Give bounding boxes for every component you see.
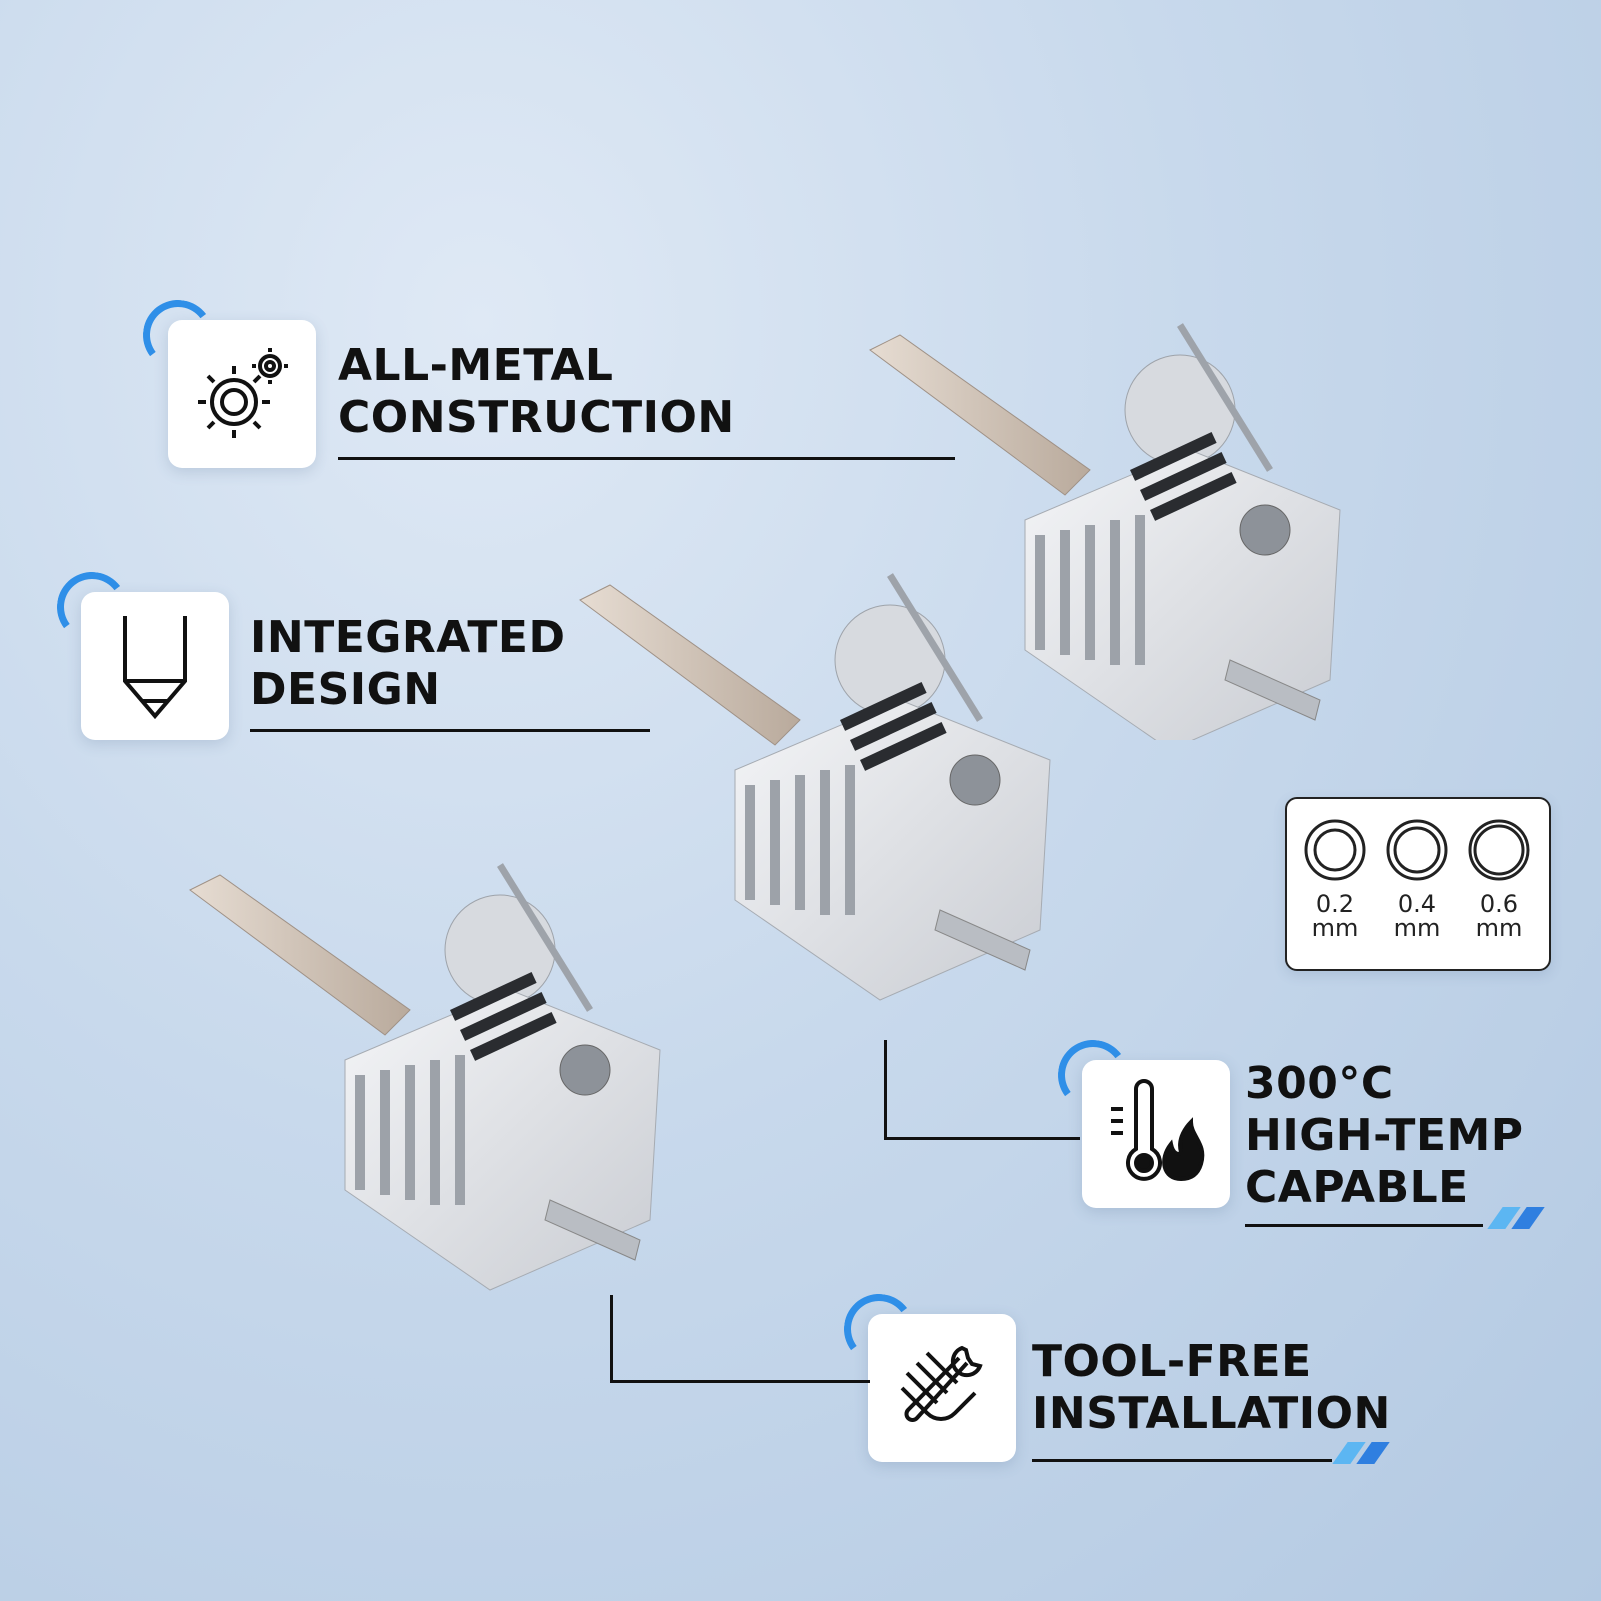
icon-card bbox=[81, 592, 229, 740]
nozzle-size-unit: mm bbox=[1311, 914, 1359, 942]
hotend-illustration-front bbox=[189, 863, 661, 1291]
icon-card bbox=[168, 320, 316, 468]
leader-line bbox=[338, 457, 955, 460]
leader-line bbox=[610, 1380, 870, 1383]
leader-line bbox=[1032, 1459, 1332, 1462]
nozzle-size-unit: mm bbox=[1475, 914, 1523, 942]
label-line: CAPABLE bbox=[1245, 1162, 1469, 1213]
gears-icon bbox=[198, 348, 288, 438]
icon-card bbox=[868, 1314, 1016, 1462]
nozzle-ring-icon bbox=[1304, 819, 1366, 881]
leader-line bbox=[1245, 1224, 1483, 1227]
label-line: ALL-METAL bbox=[338, 340, 614, 391]
thermometer-flame-icon bbox=[1111, 1079, 1205, 1182]
nozzle-size: 0.4 mm bbox=[1379, 819, 1455, 942]
nozzle-size-value: 0.4 bbox=[1397, 890, 1437, 918]
nozzle-size-value: 0.2 bbox=[1315, 890, 1355, 918]
label-line: 300°C bbox=[1245, 1058, 1394, 1109]
feature-label: 300°C HIGH-TEMP CAPABLE bbox=[1245, 1058, 1524, 1214]
accent-stripes bbox=[1487, 1207, 1545, 1229]
label-line: HIGH-TEMP bbox=[1245, 1110, 1524, 1161]
label-line: INTEGRATED bbox=[250, 612, 566, 663]
hotend-illustration-back bbox=[869, 323, 1341, 740]
accent-stripes bbox=[1332, 1442, 1390, 1464]
nozzle-size: 0.2 mm bbox=[1297, 819, 1373, 942]
label-line: CONSTRUCTION bbox=[338, 392, 735, 443]
nozzle-size-value: 0.6 bbox=[1479, 890, 1519, 918]
feature-label: TOOL-FREE INSTALLATION bbox=[1032, 1336, 1391, 1440]
leader-line bbox=[884, 1137, 1080, 1140]
nozzle-ring-icon bbox=[1386, 819, 1448, 881]
nozzle-size: 0.6 mm bbox=[1461, 819, 1537, 942]
label-line: TOOL-FREE bbox=[1032, 1336, 1312, 1387]
nozzle-ring-icon bbox=[1468, 819, 1530, 881]
feature-label: INTEGRATED DESIGN bbox=[250, 612, 566, 716]
nozzle-pen-icon bbox=[123, 616, 187, 720]
nozzle-size-card: 0.2 mm 0.4 mm 0.6 mm bbox=[1285, 797, 1551, 971]
leader-line bbox=[610, 1295, 613, 1383]
label-line: INSTALLATION bbox=[1032, 1388, 1391, 1439]
feature-label: ALL-METAL CONSTRUCTION bbox=[338, 340, 735, 444]
nozzle-size-unit: mm bbox=[1393, 914, 1441, 942]
hotend-illustration-middle bbox=[579, 573, 1051, 1001]
leader-line bbox=[250, 729, 650, 732]
label-line: DESIGN bbox=[250, 664, 441, 715]
icon-card bbox=[1082, 1060, 1230, 1208]
hand-wrench-icon bbox=[900, 1345, 983, 1422]
leader-line bbox=[884, 1040, 887, 1140]
